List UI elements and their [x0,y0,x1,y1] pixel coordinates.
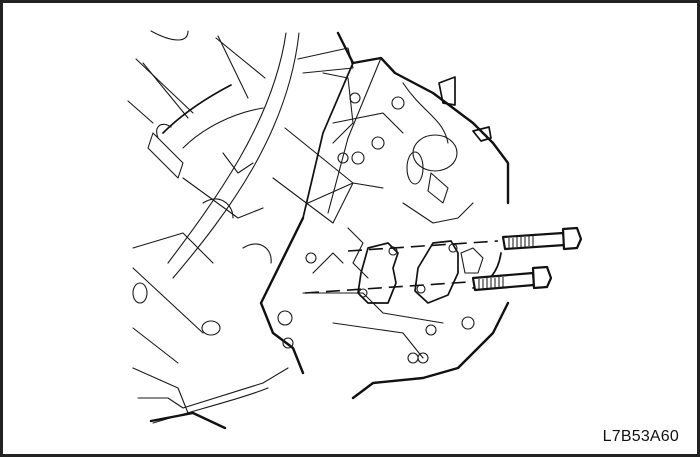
upper-alignment-line [347,240,499,252]
transaxle-case [127,30,354,430]
lower-alignment-line [304,280,484,294]
valve-body [259,31,510,400]
connector [460,247,484,274]
transaxle-valve-body-illustration [127,30,583,430]
valve-body-cover-right [414,240,459,304]
upper-bolt [501,226,583,251]
figure-label: L7B53A60 [602,428,679,445]
lower-bolt [471,265,553,292]
